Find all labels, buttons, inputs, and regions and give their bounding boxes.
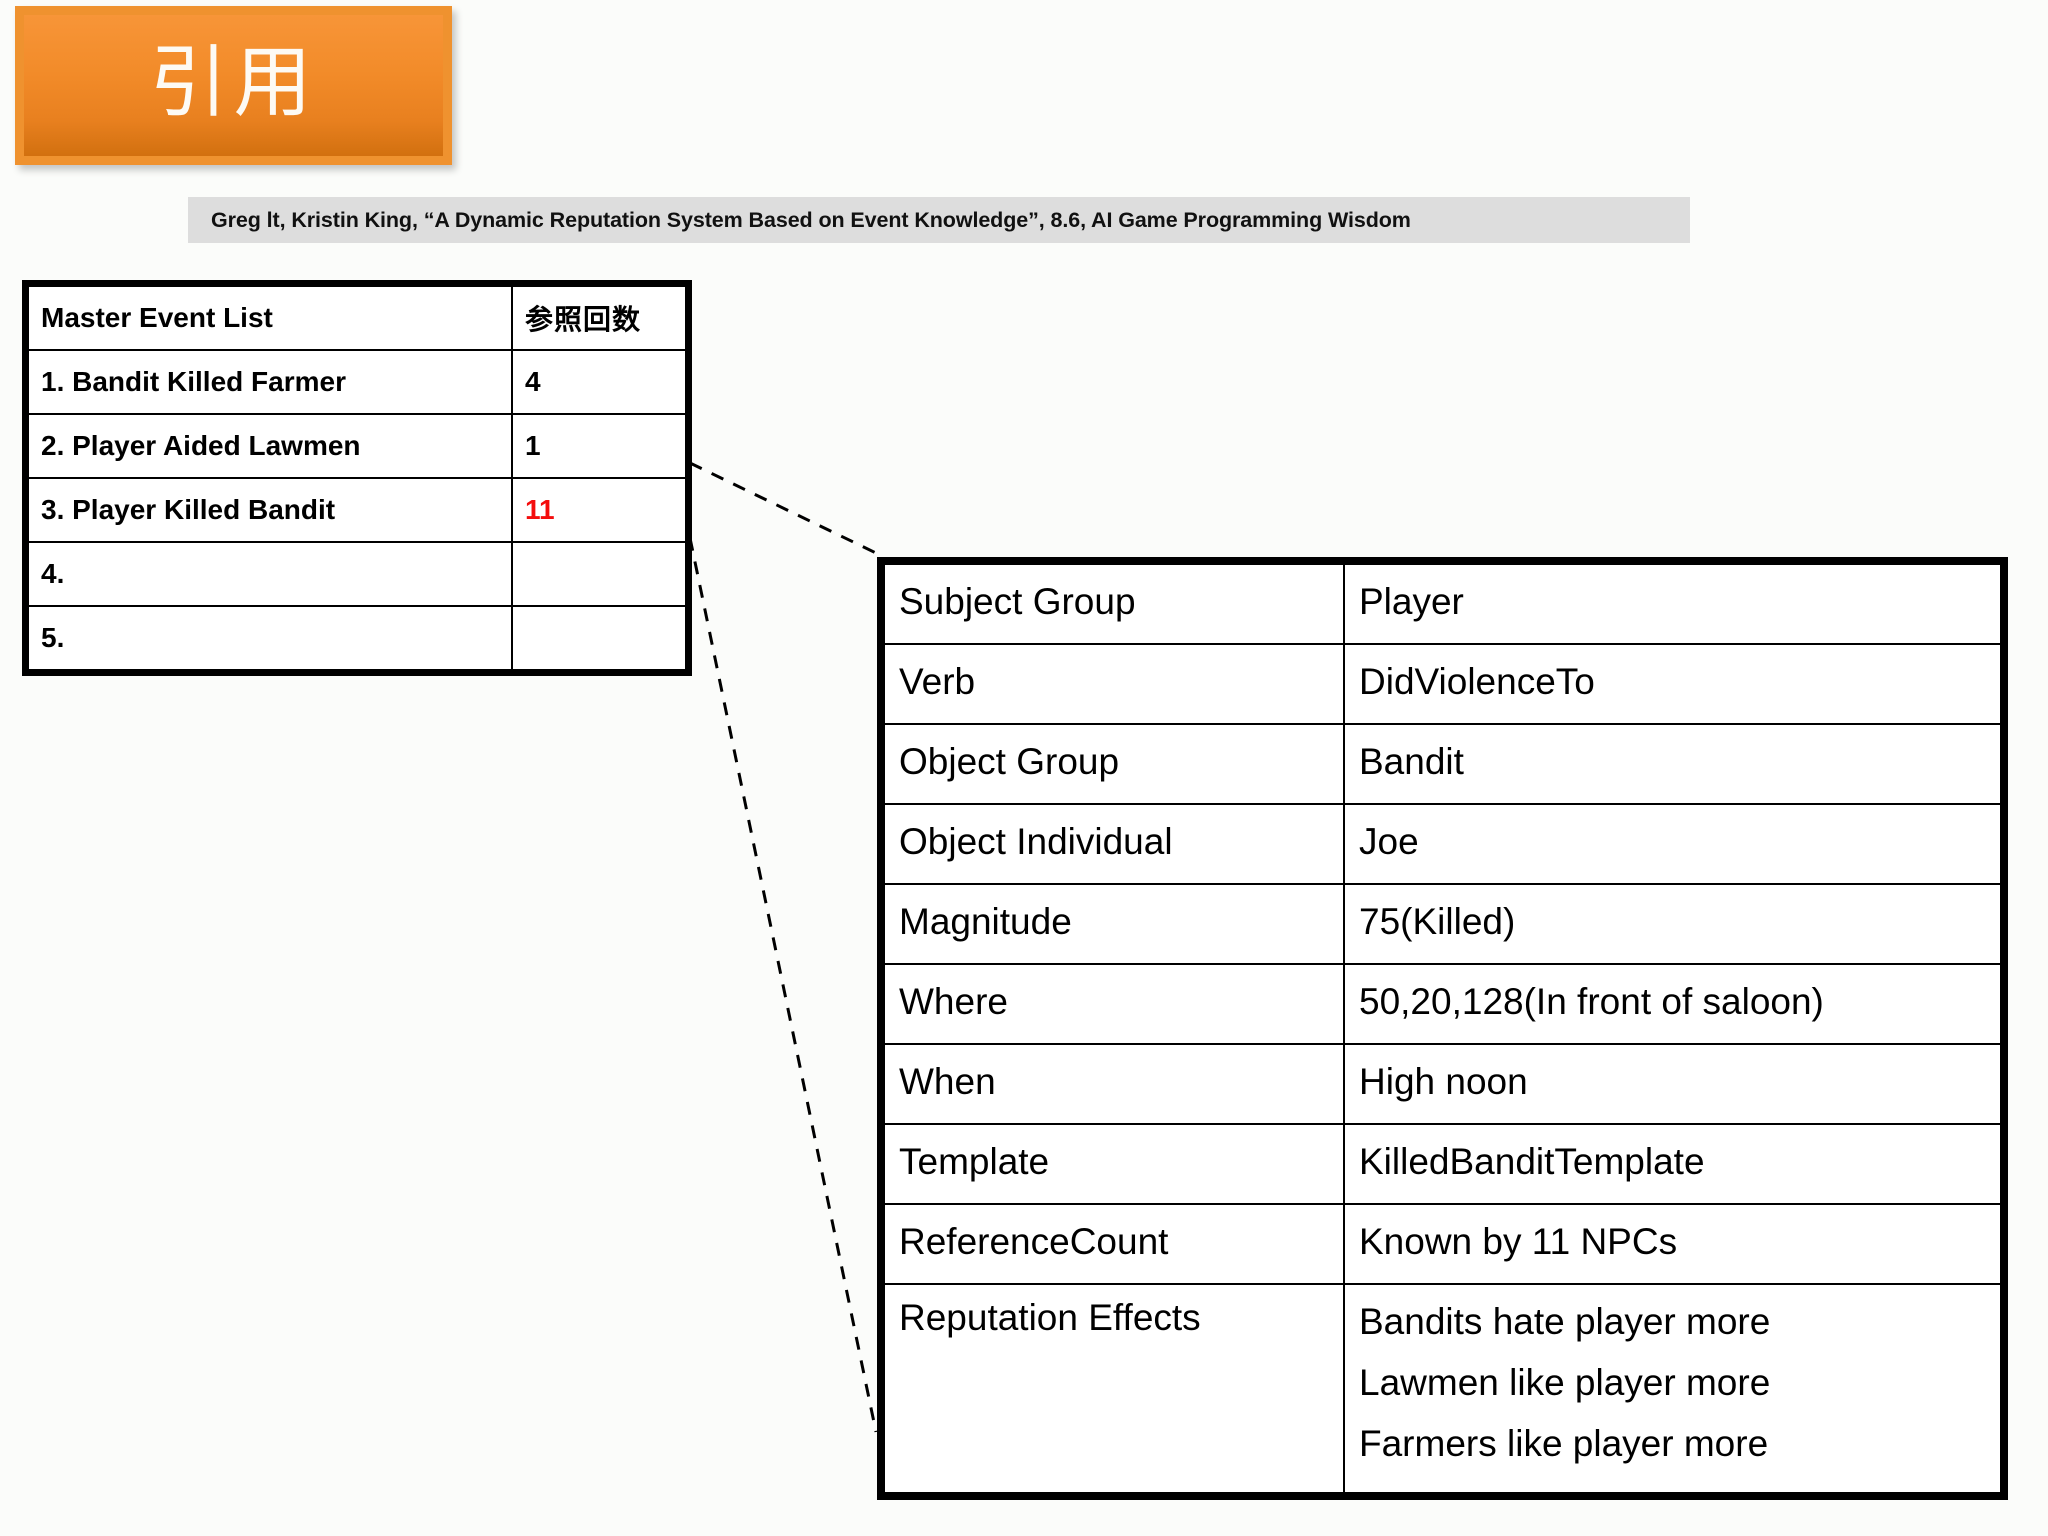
table-row: Magnitude 75(Killed) [883,883,2002,965]
detail-value-when: High noon [1343,1043,2002,1125]
page-title: 引用 [149,37,318,128]
reputation-effect-line-2: Lawmen like player more [1359,1361,1771,1403]
detail-field-reference-count: ReferenceCount [883,1203,1345,1285]
detail-value-reputation-effects: Bandits hate player more Lawmen like pla… [1343,1282,2002,1495]
master-event-label-4: 4. [27,541,513,607]
detail-field-when: When [883,1043,1345,1125]
table-row: ReferenceCount Known by 11 NPCs [883,1203,2002,1285]
table-row: Subject Group Player [883,563,2002,645]
table-row: Template KilledBanditTemplate [883,1123,2002,1205]
table-row: 3. Player Killed Bandit 11 [27,477,687,543]
master-event-list-grid: Master Event List 参照回数 1. Bandit Killed … [27,285,687,671]
detail-value-magnitude: 75(Killed) [1343,883,2002,965]
master-event-label-3: 3. Player Killed Bandit [27,477,513,543]
table-row: Object Group Bandit [883,723,2002,805]
detail-field-magnitude: Magnitude [883,883,1345,965]
detail-field-reputation-effects: Reputation Effects [883,1282,1345,1495]
event-detail-grid: Subject Group Player Verb DidViolenceTo … [883,563,2002,1495]
table-header-row: Master Event List 参照回数 [27,285,687,351]
master-event-count-2: 1 [511,413,687,479]
table-row: 5. [27,605,687,671]
detail-value-reference-count: Known by 11 NPCs [1343,1203,2002,1285]
master-event-list-table: Master Event List 参照回数 1. Bandit Killed … [22,280,692,676]
master-event-count-5 [511,605,687,671]
master-list-header-count: 参照回数 [511,285,687,351]
detail-value-template: KilledBanditTemplate [1343,1123,2002,1205]
table-row: 4. [27,541,687,607]
reputation-effect-line-3: Farmers like player more [1359,1422,1769,1464]
detail-field-subject-group: Subject Group [883,563,1345,645]
master-event-count-3: 11 [511,477,687,543]
detail-value-object-group: Bandit [1343,723,2002,805]
slide-title-banner-inner: 引用 [24,15,443,156]
detail-field-object-individual: Object Individual [883,803,1345,885]
detail-field-object-group: Object Group [883,723,1345,805]
table-row: Object Individual Joe [883,803,2002,885]
reputation-effect-line-1: Bandits hate player more [1359,1301,1771,1342]
citation-band: Greg lt, Kristin King, “A Dynamic Reputa… [188,197,1690,243]
event-detail-table: Subject Group Player Verb DidViolenceTo … [877,557,2008,1501]
master-event-label-2: 2. Player Aided Lawmen [27,413,513,479]
detail-value-where: 50,20,128(In front of saloon) [1343,963,2002,1045]
master-event-count-4 [511,541,687,607]
connector-line-bottom [688,537,878,1433]
table-row: Verb DidViolenceTo [883,643,2002,725]
table-row: Reputation Effects Bandits hate player m… [883,1282,2002,1495]
table-row: 1. Bandit Killed Farmer 4 [27,349,687,415]
table-row: Where 50,20,128(In front of saloon) [883,963,2002,1045]
connector-line-top [689,461,877,555]
master-list-header-label: Master Event List [27,285,513,351]
detail-field-template: Template [883,1123,1345,1205]
master-event-label-1: 1. Bandit Killed Farmer [27,349,513,415]
detail-value-subject-group: Player [1343,563,2002,645]
detail-field-where: Where [883,963,1345,1045]
slide-title-banner: 引用 [15,6,452,165]
detail-value-verb: DidViolenceTo [1343,643,2002,725]
detail-value-object-individual: Joe [1343,803,2002,885]
citation-text: Greg lt, Kristin King, “A Dynamic Reputa… [211,207,1411,232]
table-row: When High noon [883,1043,2002,1125]
master-event-label-5: 5. [27,605,513,671]
master-event-count-1: 4 [511,349,687,415]
table-row: 2. Player Aided Lawmen 1 [27,413,687,479]
detail-field-verb: Verb [883,643,1345,725]
